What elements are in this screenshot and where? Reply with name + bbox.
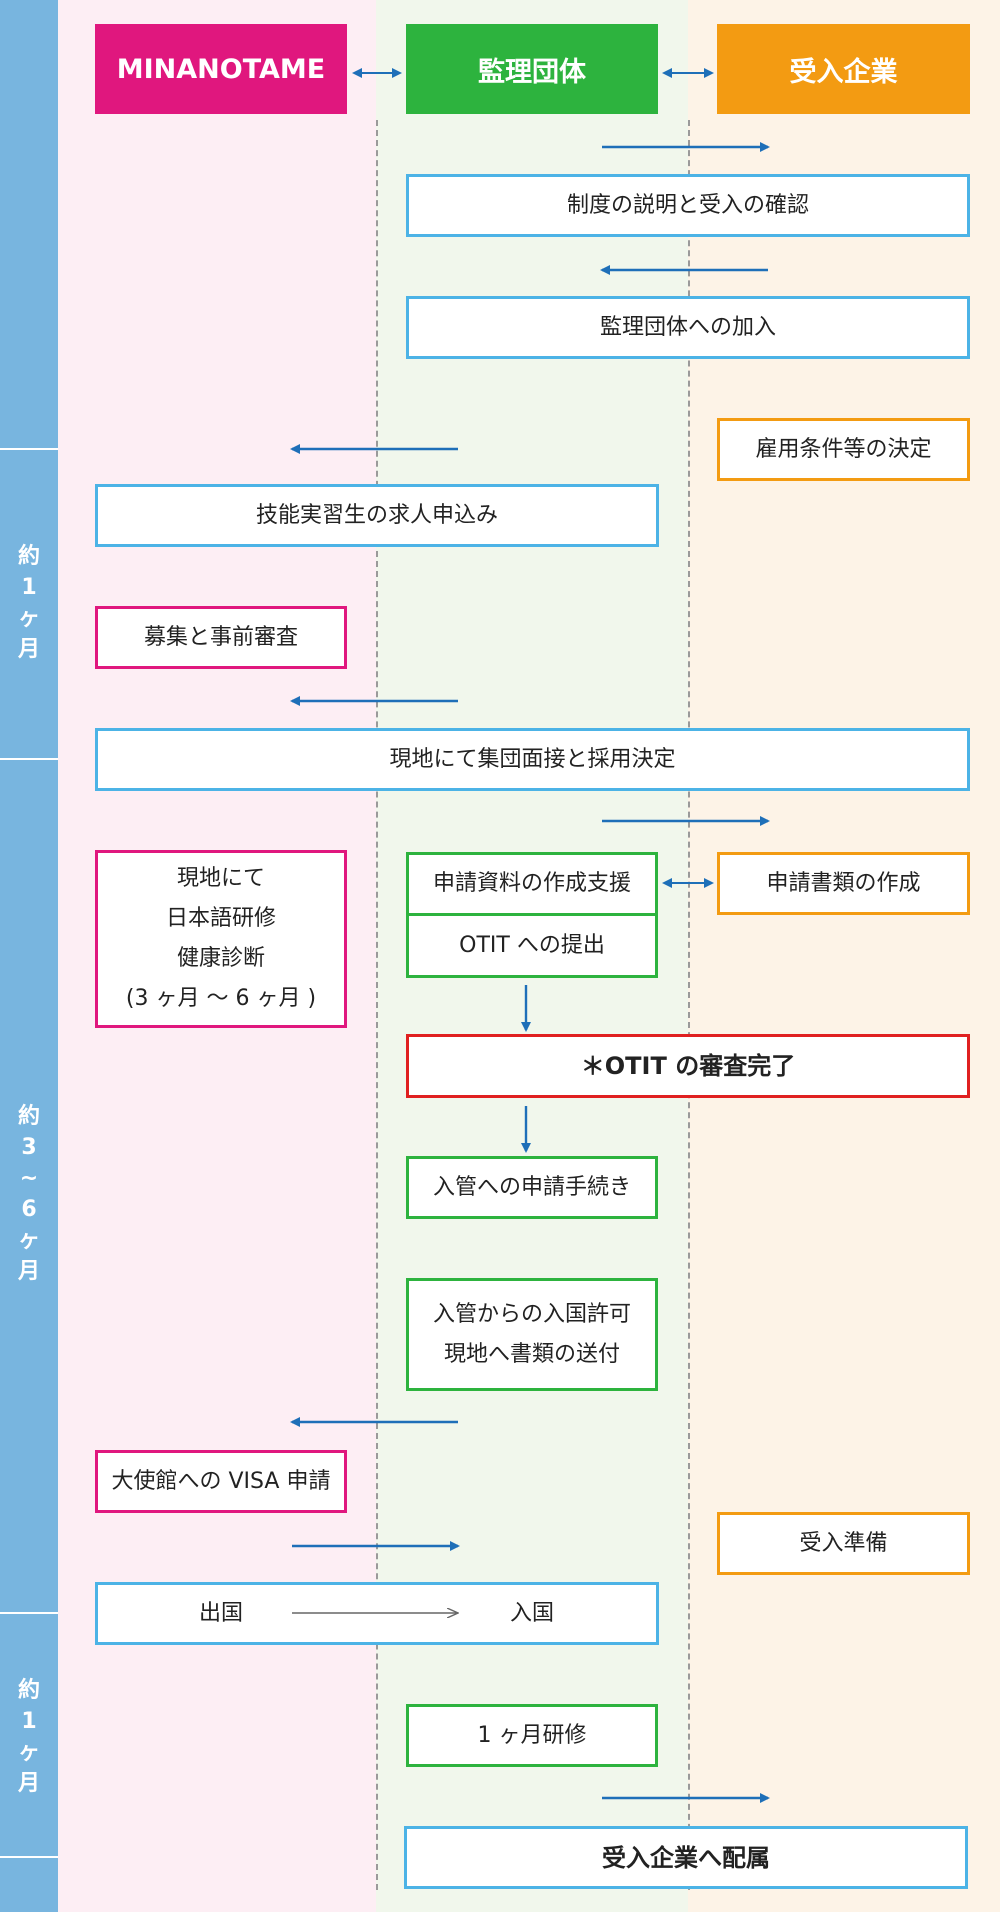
step-genchi-line: 日本語研修 [165, 906, 276, 931]
period-char: 3 [21, 1135, 37, 1160]
lane-divider-dashed [688, 120, 690, 1890]
timeline-divider [0, 758, 58, 760]
step-otit-teishutsu-box: OTIT への提出 [406, 913, 658, 978]
timeline-divider [0, 1612, 58, 1614]
step-seido-box: 制度の説明と受入の確認 [406, 174, 970, 237]
period-char: 約 [17, 544, 40, 569]
step-genchi-line: 健康診断 [176, 946, 265, 971]
lane-divider-dashed [376, 120, 378, 1890]
period-char: ~ [19, 1166, 39, 1191]
step-mensetsu-box: 現地にて集団面接と採用決定 [95, 728, 970, 791]
step-visa-box: 大使館への VISA 申請 [95, 1450, 347, 1513]
step-kyoka-box: 入管からの入国許可 現地へ書類の送付 [406, 1278, 658, 1391]
step-shinsei-shorui-box: 申請書類の作成 [717, 852, 970, 915]
period-label-2: 約 3 ~ 6 ヶ 月 [0, 1101, 58, 1287]
period-char: 6 [21, 1197, 37, 1222]
period-char: ヶ [17, 1740, 40, 1765]
step-otit-shinsa-box: ＊OTIT の審査完了 [406, 1034, 970, 1098]
step-nyukoku-label: 入国 [509, 1601, 554, 1626]
timeline-divider [0, 448, 58, 450]
step-genchi-line: (3 ヶ月 〜 6 ヶ月 ) [125, 986, 317, 1011]
lane-header-ukeire: 受入企業 [717, 24, 970, 114]
lane-header-kanri: 監理団体 [406, 24, 658, 114]
step-kyoka-line: 現地へ書類の送付 [443, 1341, 620, 1367]
period-char: 月 [17, 1259, 40, 1284]
step-genchi-box: 現地にて 日本語研修 健康診断 (3 ヶ月 〜 6 ヶ月 ) [95, 850, 347, 1028]
period-char: 1 [21, 1709, 37, 1734]
step-koyo-box: 雇用条件等の決定 [717, 418, 970, 481]
period-char: 約 [17, 1678, 40, 1703]
period-char: 月 [17, 1771, 40, 1796]
step-haizoku-box: 受入企業へ配属 [404, 1826, 968, 1889]
step-kenshu-box: 1 ヶ月研修 [406, 1704, 658, 1767]
period-char: ヶ [17, 1228, 40, 1253]
step-boshu-box: 募集と事前審査 [95, 606, 347, 669]
step-kyoka-line: 入管からの入国許可 [432, 1301, 631, 1327]
period-char: 月 [17, 637, 40, 662]
period-char: 1 [21, 575, 37, 600]
step-junbi-box: 受入準備 [717, 1512, 970, 1575]
step-genchi-line: 現地にて [176, 866, 265, 891]
period-char: ヶ [17, 606, 40, 631]
lane-header-minanotame: MINANOTAME [95, 24, 347, 114]
step-kanyu-box: 監理団体への加入 [406, 296, 970, 359]
timeline-side-bar [0, 0, 58, 1912]
step-shukkoku-label: 出国 [198, 1601, 243, 1626]
step-kyujin-box: 技能実習生の求人申込み [95, 484, 659, 547]
step-nyukan-shinsei-box: 入管への申請手続き [406, 1156, 658, 1219]
period-label-3: 約 1 ヶ 月 [0, 1675, 58, 1799]
period-label-1: 約 1 ヶ 月 [0, 541, 58, 665]
period-char: 約 [17, 1104, 40, 1129]
timeline-divider [0, 1856, 58, 1858]
